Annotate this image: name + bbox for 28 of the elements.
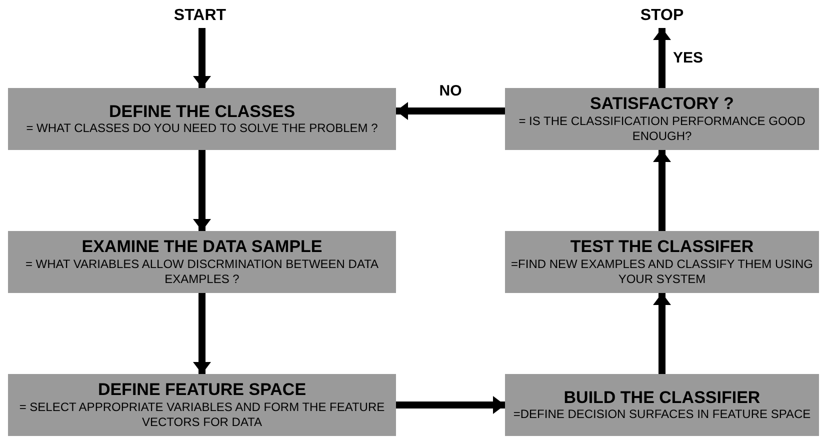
arrow (396, 102, 505, 120)
terminal-label: START (174, 6, 226, 26)
arrow (193, 150, 211, 231)
arrow (193, 293, 211, 374)
box-title: DEFINE FEATURE SPACE (98, 380, 306, 400)
box-description: =FIND NEW EXAMPLES AND CLASSIFY THEM USING YOUR SYSTEM (510, 256, 814, 287)
process-box (8, 231, 396, 293)
process-box (8, 88, 396, 150)
arrow (653, 293, 671, 374)
process-box (505, 231, 819, 293)
box-title: TEST THE CLASSIFER (570, 237, 754, 257)
arrow (193, 28, 211, 88)
arrow (653, 150, 671, 231)
process-box (8, 374, 396, 436)
process-box (505, 374, 819, 436)
arrow (396, 396, 505, 414)
box-title: BUILD THE CLASSIFIER (564, 388, 760, 408)
terminal-label: STOP (640, 6, 684, 26)
box-title: SATISFACTORY ? (590, 94, 734, 114)
box-description: = WHAT VARIABLES ALLOW DISCRMINATION BETWEEN DATA EXAMPLES ? (24, 256, 380, 287)
box-description: = WHAT CLASSES DO YOU NEED TO SOLVE THE PROBLEM ? (26, 121, 378, 136)
box-title: EXAMINE THE DATA SAMPLE (82, 237, 322, 257)
arrow (653, 28, 671, 88)
process-box (505, 88, 819, 150)
box-description: =DEFINE DECISION SURFACES IN FEATURE SPACE (513, 407, 811, 422)
box-description: = SELECT APPROPRIATE VARIABLES AND FORM THE FEATURE VECTORS FOR DATA (18, 400, 386, 430)
box-description: = IS THE CLASSIFICATION PERFORMANCE GOOD ENOUGH? (518, 114, 806, 144)
box-title: DEFINE THE CLASSES (108, 102, 296, 122)
